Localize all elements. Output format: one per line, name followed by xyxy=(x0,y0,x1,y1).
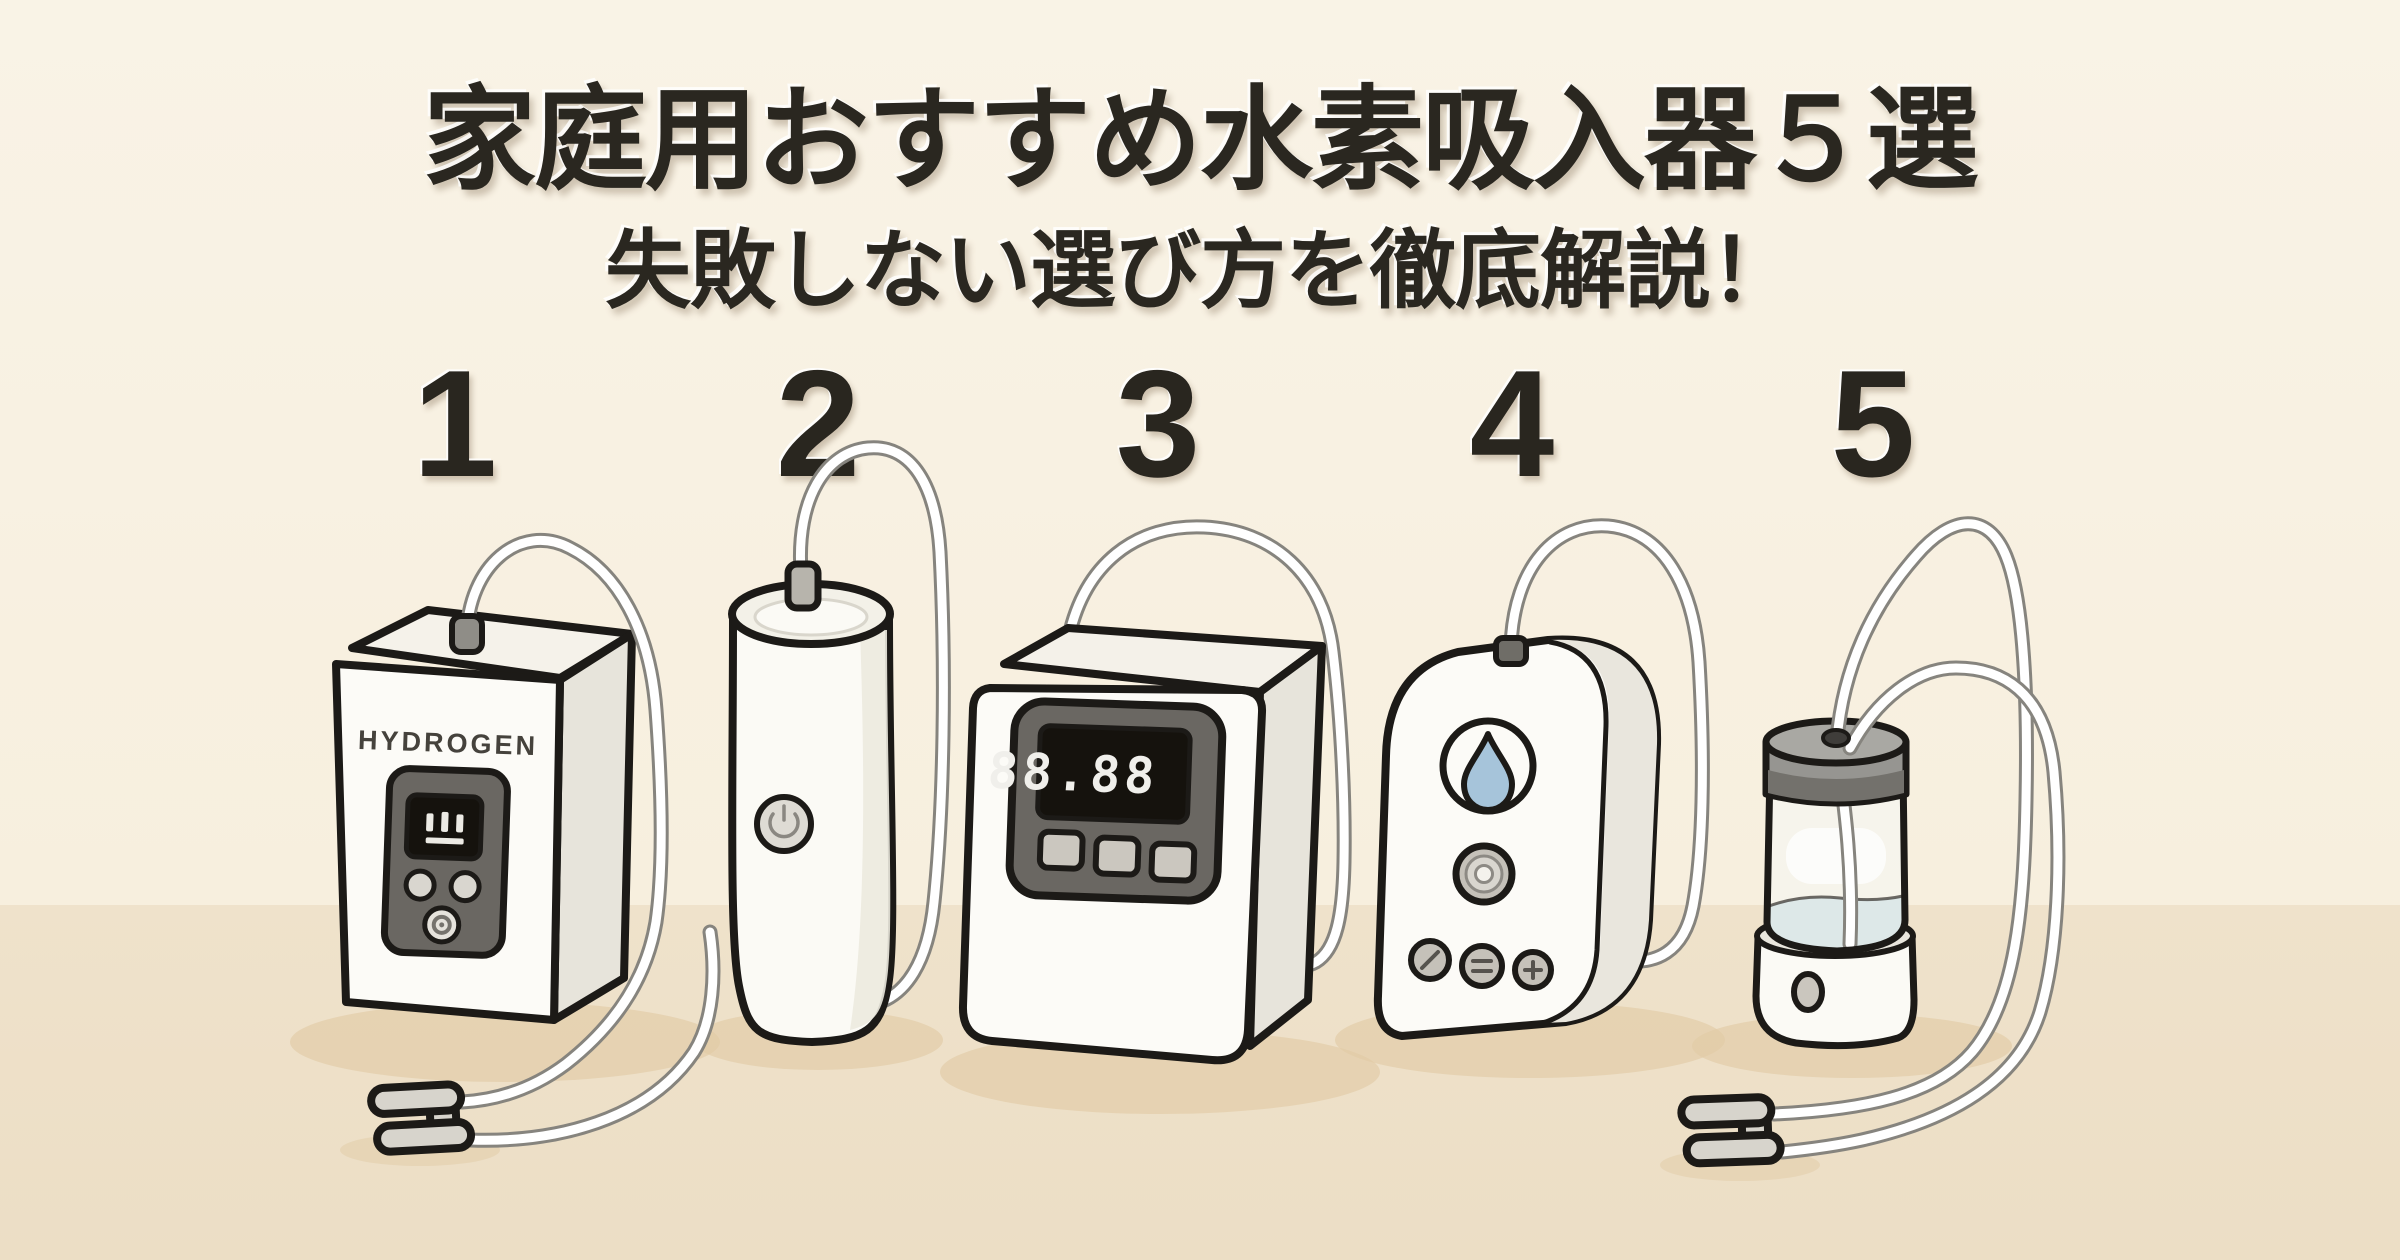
device-2-cylinder-inhaler xyxy=(728,448,943,1046)
page-title: 家庭用おすすめ水素吸入器５選 xyxy=(423,77,1979,203)
device-1-button-left xyxy=(403,868,437,902)
page-subtitle: 失敗しない選び方を徹底解説！ xyxy=(605,223,1796,319)
device-4-mode-button xyxy=(1459,943,1505,989)
device-2-nozzle xyxy=(784,560,822,612)
device-2-power-button xyxy=(754,794,814,854)
device-4-drop-emblem xyxy=(1439,717,1537,815)
device-4-outlet-port xyxy=(1493,635,1529,667)
water-drop-icon xyxy=(1461,731,1515,813)
device-5-water xyxy=(1767,896,1904,950)
level-bars-icon xyxy=(425,811,464,845)
device-5-cap-hole xyxy=(1821,728,1851,748)
device-3-button-1 xyxy=(1036,828,1086,872)
device-5-bottle-inhaler xyxy=(1752,524,2058,1152)
seven-segment-display: 88.88 xyxy=(986,742,1161,806)
device-5-glass xyxy=(1763,766,1909,955)
device-1-brand-label: HYDROGEN xyxy=(358,725,539,761)
device-3-display-inhaler: 88.88 xyxy=(958,527,1344,1065)
device-1-box-inhaler: HYDROGEN xyxy=(332,540,713,1140)
device-3-screen xyxy=(1035,723,1193,825)
device-4-portable-inhaler xyxy=(1373,526,1703,1040)
device-number-1: 1 xyxy=(412,339,498,509)
device-number-3: 3 xyxy=(1115,339,1201,509)
device-5-reflection xyxy=(1786,828,1886,884)
device-4-dial-button xyxy=(1452,842,1516,906)
nasal-cannula-1 xyxy=(367,1080,476,1156)
equal-icon xyxy=(1471,959,1493,973)
device-5-cap xyxy=(1762,717,1910,807)
fan-icon xyxy=(1420,950,1440,970)
power-icon xyxy=(768,804,800,839)
plus-icon xyxy=(1523,960,1543,980)
device-4-crease xyxy=(1537,639,1609,1027)
device-number-5: 5 xyxy=(1830,339,1916,509)
device-2-body-shade xyxy=(850,630,891,1030)
device-5-power-button xyxy=(1791,971,1825,1013)
device-3-control-panel: 88.88 xyxy=(986,697,1227,905)
device-4-small-buttons xyxy=(1408,938,1554,991)
device-1-outlet-port xyxy=(449,613,485,655)
device-3-button-2 xyxy=(1092,834,1142,878)
device-4-body-shade xyxy=(1544,639,1658,1023)
nasal-cannula-2 xyxy=(1677,1093,1785,1168)
device-3-button-3 xyxy=(1148,840,1198,884)
device-1-power-button xyxy=(422,905,462,945)
device-number-4: 4 xyxy=(1469,339,1555,509)
device-1-control-panel xyxy=(380,765,511,959)
device-1-button-right xyxy=(448,870,482,904)
